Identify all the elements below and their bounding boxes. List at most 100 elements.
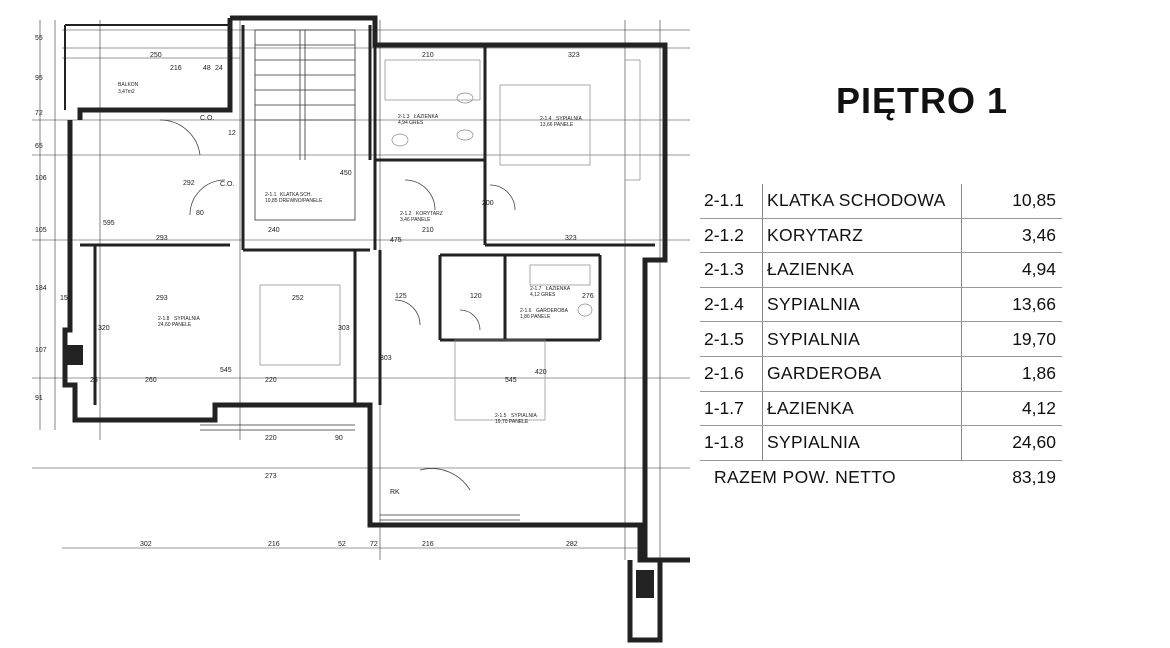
room-area: 13,66 — [961, 287, 1062, 323]
svg-text:2-1.8: 2-1.8 — [158, 316, 170, 322]
dimension-label: 25 — [90, 377, 98, 384]
dimension-label: 72 — [370, 541, 378, 548]
room-tag: 2-1.3 ŁAZIENKA 4,94 GRES — [398, 114, 439, 126]
table-row: 2-1.2 KORYTARZ 3,46 — [700, 218, 1062, 254]
total-row: RAZEM POW. NETTO 83,19 — [700, 460, 1062, 494]
dimension-label: 240 — [268, 227, 280, 234]
svg-text:4,12 GRES: 4,12 GRES — [530, 292, 556, 298]
staircase — [254, 29, 356, 221]
dimension-label: 91 — [35, 395, 43, 402]
svg-text:24,60 PANELE: 24,60 PANELE — [158, 322, 192, 328]
room-code: 1-1.8 — [700, 425, 763, 461]
svg-text:2-1.4: 2-1.4 — [540, 116, 552, 122]
room-area: 10,85 — [961, 184, 1062, 219]
table-row: 1-1.8 SYPIALNIA 24,60 — [700, 425, 1062, 461]
dimension-label: 48 — [203, 65, 211, 72]
dimension-label: 55 — [35, 35, 43, 42]
floor-title: PIĘTRO 1 — [836, 80, 1009, 121]
dimension-label: 303 — [380, 355, 392, 362]
balcony-area: 3,47m2 — [118, 89, 135, 95]
dimension-label: 250 — [150, 52, 162, 59]
total-area: 83,19 — [1012, 467, 1056, 488]
svg-text:SYPIALNIA: SYPIALNIA — [511, 413, 538, 419]
svg-text:2-1.2: 2-1.2 — [400, 211, 412, 217]
dimension-label: 293 — [156, 295, 168, 302]
dimension-label: 52 — [338, 541, 346, 548]
svg-text:19,70 PANELE: 19,70 PANELE — [495, 419, 529, 425]
svg-text:GARDEROBA: GARDEROBA — [536, 308, 569, 314]
room-name: SYPIALNIA — [762, 321, 962, 357]
svg-text:13,66 PANELE: 13,66 PANELE — [540, 122, 574, 128]
dimension-label: 545 — [505, 377, 517, 384]
dimension-label: 107 — [35, 347, 47, 354]
dimension-lines — [32, 20, 690, 640]
room-name: KORYTARZ — [762, 218, 962, 254]
room-name: GARDEROBA — [762, 356, 962, 392]
total-label: RAZEM POW. NETTO — [714, 467, 897, 488]
dimension-label: 545 — [220, 367, 232, 374]
dimension-label: 302 — [140, 541, 152, 548]
dimension-label: 273 — [265, 473, 277, 480]
room-code: 2-1.4 — [700, 287, 763, 323]
room-tag: 2-1.8 SYPIALNIA 24,60 PANELE — [158, 316, 201, 328]
room-name: ŁAZIENKA — [762, 391, 962, 427]
svg-text:2-1.7: 2-1.7 — [530, 286, 542, 292]
room-name: KLATKA SCHODOWA — [762, 184, 962, 219]
dimension-label: 95 — [35, 75, 43, 82]
table-row: 2-1.4 SYPIALNIA 13,66 — [700, 287, 1062, 323]
dimension-label: 216 — [268, 541, 280, 548]
room-area: 4,12 — [961, 391, 1062, 427]
room-tag: 2-1.7 ŁAZIENKA 4,12 GRES — [530, 286, 571, 298]
dimension-label: 293 — [156, 235, 168, 242]
dimension-label: 106 — [35, 175, 47, 182]
dimension-label: 65 — [35, 143, 43, 150]
dimension-label: 595 — [103, 220, 115, 227]
room-area: 19,70 — [961, 321, 1062, 357]
room-area: 3,46 — [961, 218, 1062, 254]
table-row: 2-1.1 KLATKA SCHODOWA 10,85 — [700, 184, 1062, 219]
dimension-label: 184 — [35, 285, 47, 292]
room-code: 2-1.3 — [700, 252, 763, 288]
dimension-label: 276 — [582, 293, 594, 300]
table-row: 2-1.6 GARDEROBA 1,86 — [700, 356, 1062, 392]
chimney-label: C.O. — [220, 181, 234, 188]
dimension-label: 303 — [338, 325, 350, 332]
dimension-label: 200 — [482, 200, 494, 207]
room-tag: 2-1.2 KORYTARZ 3,46 PANELE — [400, 211, 443, 223]
room-code: 2-1.2 — [700, 218, 763, 254]
svg-text:10,85 DREWNO/PANELE: 10,85 DREWNO/PANELE — [265, 198, 323, 204]
stairs-label: RK — [390, 489, 400, 496]
balcony-name: BALKON — [118, 82, 139, 88]
dimension-label: 220 — [265, 435, 277, 442]
dimension-label: 72 — [35, 110, 43, 117]
chimney-symbol — [65, 345, 654, 598]
dimension-label: 292 — [183, 180, 195, 187]
svg-text:2-1.5: 2-1.5 — [495, 413, 507, 419]
room-area: 4,94 — [961, 252, 1062, 288]
room-tag: 2-1.1 KLATKA SCH. 10,85 DREWNO/PANELE — [265, 192, 323, 204]
dimension-label: 216 — [422, 541, 434, 548]
dimension-label: 90 — [335, 435, 343, 442]
dimension-label: 105 — [35, 227, 47, 234]
dimension-label: 475 — [390, 237, 402, 244]
room-name: SYPIALNIA — [762, 425, 962, 461]
room-area: 24,60 — [961, 425, 1062, 461]
room-name: ŁAZIENKA — [762, 252, 962, 288]
dimension-label: 252 — [292, 295, 304, 302]
dimension-label: 120 — [470, 293, 482, 300]
chimney-label: C.O. — [200, 115, 214, 122]
svg-text:SYPIALNIA: SYPIALNIA — [556, 116, 583, 122]
dimension-label: 80 — [196, 210, 204, 217]
room-code: 1-1.7 — [700, 391, 763, 427]
table-row: 2-1.5 SYPIALNIA 19,70 — [700, 321, 1062, 357]
svg-text:2-1.1: 2-1.1 — [265, 192, 277, 198]
dimension-label: 320 — [98, 325, 110, 332]
dimension-label: 125 — [395, 293, 407, 300]
walls — [62, 15, 690, 643]
svg-text:1,86 PANELE: 1,86 PANELE — [520, 314, 551, 320]
svg-text:ŁAZIENKA: ŁAZIENKA — [414, 114, 439, 120]
dimension-label: 24 — [215, 65, 223, 72]
room-name: SYPIALNIA — [762, 287, 962, 323]
room-area-table: 2-1.1 KLATKA SCHODOWA 10,85 2-1.2 KORYTA… — [700, 184, 1062, 494]
dimension-label: 12 — [228, 130, 236, 137]
